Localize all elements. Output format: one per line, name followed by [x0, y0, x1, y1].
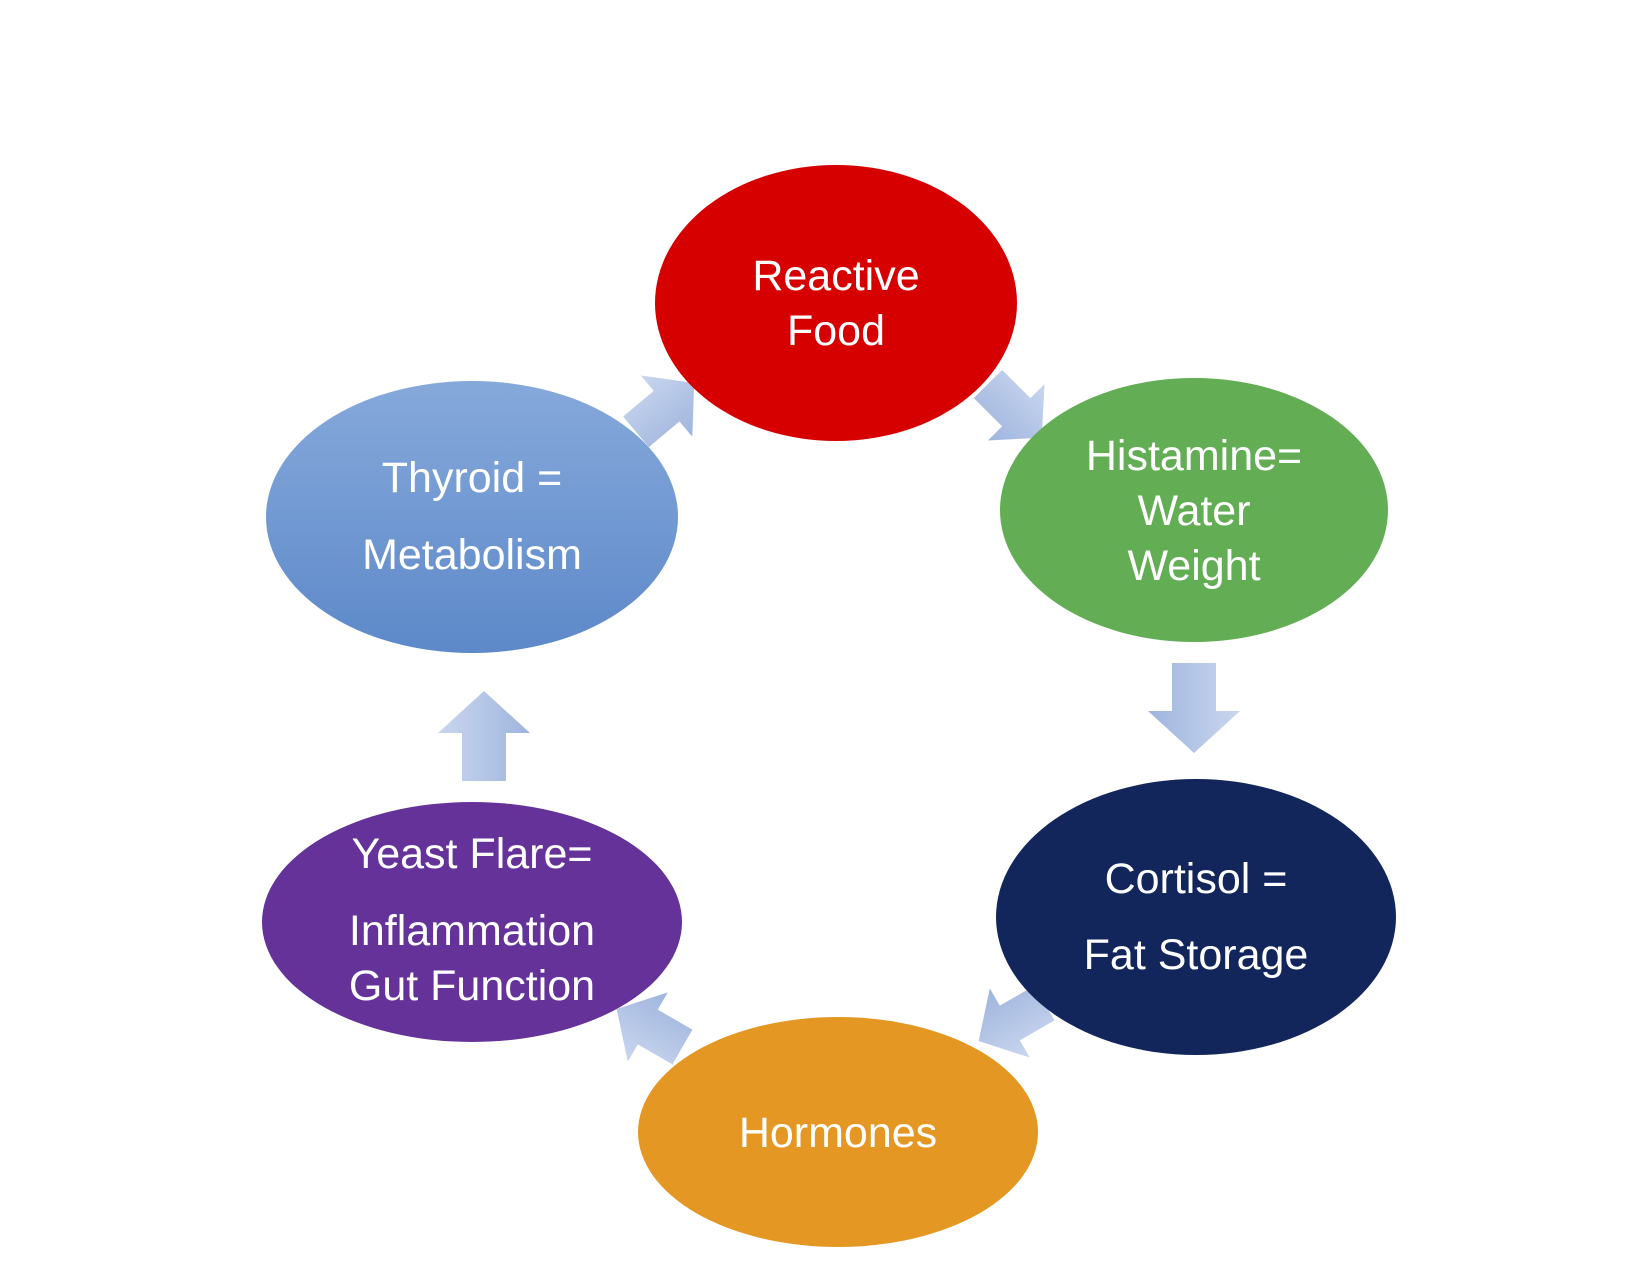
node-yeast-flare: Yeast Flare= Inflammation Gut Function [262, 802, 682, 1042]
node-histamine-line-2: Water [1137, 487, 1250, 535]
node-yeast-flare-line-2: Inflammation [349, 907, 595, 955]
arrow-food-to-histamine [973, 369, 1045, 441]
node-reactive-food-line-2: Food [787, 307, 885, 355]
node-yeast-flare-line-1: Yeast Flare= [351, 830, 592, 878]
node-hormones: Hormones [638, 1017, 1038, 1247]
node-thyroid-line-1: Thyroid = [382, 454, 562, 502]
arrow-cortisol-to-hormones [978, 985, 1055, 1058]
node-thyroid-line-2: Metabolism [362, 531, 582, 579]
arrow-histamine-to-cortisol [1148, 663, 1240, 753]
arrow-thyroid-to-food [623, 375, 695, 448]
node-histamine-line-1: Histamine= [1086, 432, 1302, 480]
node-reactive-food-line-1: Reactive [752, 252, 919, 300]
node-yeast-flare-line-3: Gut Function [349, 962, 595, 1010]
arrow-hormones-to-yeast [616, 992, 693, 1065]
node-cortisol: Cortisol = Fat Storage [996, 779, 1396, 1055]
node-thyroid: Thyroid = Metabolism [266, 381, 678, 653]
node-histamine-line-3: Weight [1127, 542, 1260, 590]
node-cortisol-line-2: Fat Storage [1084, 931, 1309, 979]
arrow-yeast-to-thyroid [438, 691, 530, 781]
node-hormones-line-1: Hormones [739, 1109, 937, 1157]
node-histamine: Histamine= Water Weight [1000, 378, 1388, 642]
node-reactive-food: Reactive Food [655, 165, 1017, 441]
arrows [438, 369, 1240, 1065]
node-cortisol-line-1: Cortisol = [1105, 855, 1288, 903]
